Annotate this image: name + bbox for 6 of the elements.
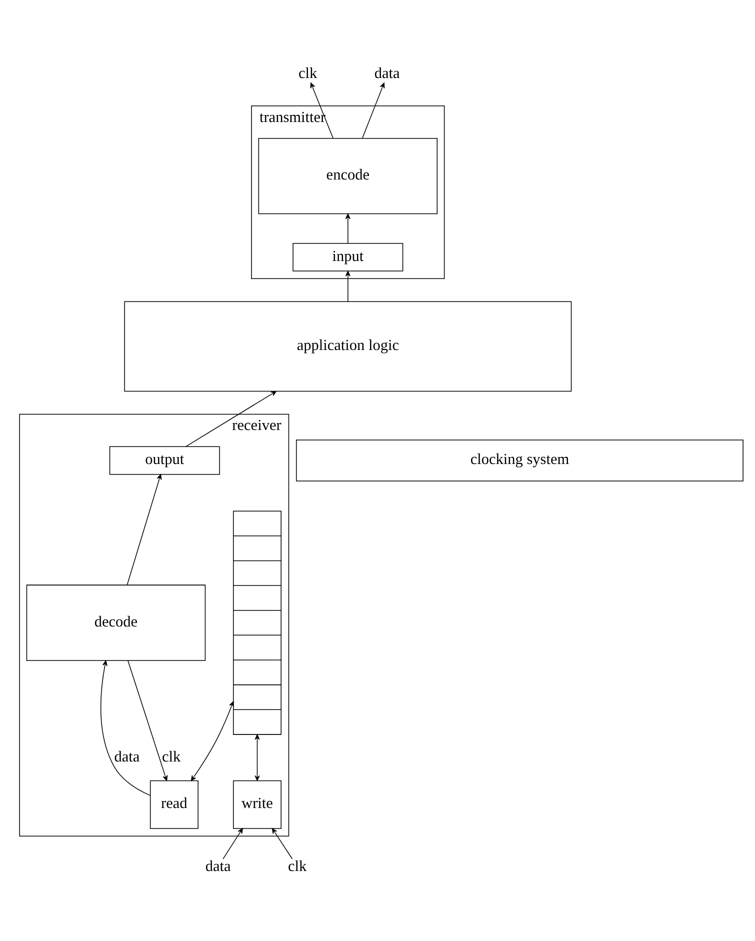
edge-label: clk — [162, 748, 181, 765]
node-text: data — [205, 858, 231, 875]
node-text: data — [374, 64, 400, 82]
edge-label: data — [114, 748, 140, 765]
node-text: clk — [288, 858, 307, 875]
node-text: clk — [298, 64, 318, 82]
